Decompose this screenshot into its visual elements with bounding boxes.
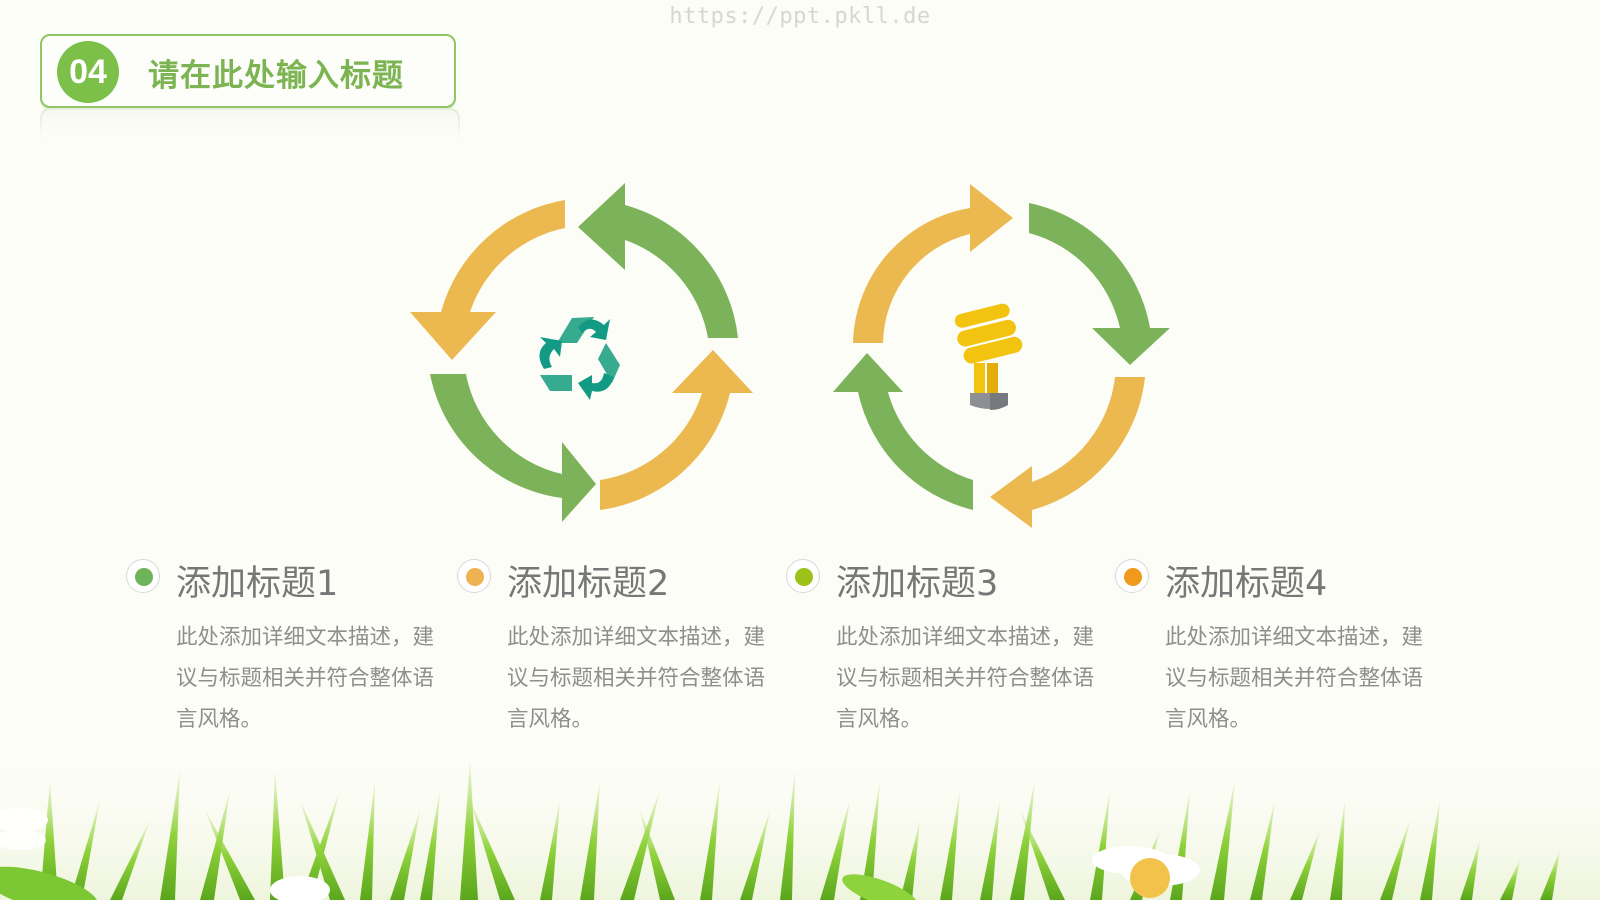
- arrow-green-bottom-left: [833, 353, 973, 510]
- daisy-flower-left: [0, 808, 48, 850]
- item-title: 添加标题2: [507, 564, 670, 604]
- arrow-yellow-bottom-right: [990, 377, 1145, 528]
- title-reflection: [40, 108, 460, 140]
- bullet-ring: [457, 559, 491, 593]
- item-title: 添加标题1: [176, 564, 339, 604]
- slide-title-box: 04 请在此处输入标题: [40, 34, 456, 108]
- slide-title: 请在此处输入标题: [148, 58, 404, 94]
- lightbulb-icon: [954, 303, 1023, 410]
- arrow-green-top-right: [1029, 203, 1170, 365]
- bullet-ring: [1115, 559, 1149, 593]
- bullet-dot-green: [135, 568, 153, 586]
- arrow-green-bottom-left: [430, 374, 596, 522]
- bullet-ring: [786, 559, 820, 593]
- arrow-yellow-top-left: [410, 200, 565, 360]
- grass-decoration: [0, 740, 1600, 900]
- bullet-ring: [126, 559, 160, 593]
- bullet-dot-lime: [795, 568, 813, 586]
- daisy-flower-right: [1092, 846, 1200, 898]
- item-description: 此处添加详细文本描述，建议与标题相关并符合整体语言风格。: [507, 625, 766, 732]
- arrow-yellow-top-left: [853, 184, 1013, 343]
- item-description: 此处添加详细文本描述，建议与标题相关并符合整体语言风格。: [1165, 625, 1424, 732]
- cycle-diagram-lightbulb: [833, 184, 1170, 528]
- item-title: 添加标题3: [836, 564, 999, 604]
- leaf: [842, 874, 918, 900]
- arrow-green-top-right: [578, 183, 738, 338]
- daisy-flower-middle: [270, 876, 330, 900]
- bullet-dot-amber: [1124, 568, 1142, 586]
- watermark-url: https://ppt.pkll.de: [669, 4, 931, 29]
- bullet-dot-orange: [466, 568, 484, 586]
- item-description: 此处添加详细文本描述，建议与标题相关并符合整体语言风格。: [176, 625, 435, 732]
- cycle-diagram-recycle: [410, 183, 753, 522]
- recycle-icon: [539, 317, 620, 400]
- item-description: 此处添加详细文本描述，建议与标题相关并符合整体语言风格。: [836, 625, 1095, 732]
- section-number-badge: 04: [57, 41, 119, 103]
- arrow-yellow-bottom-right: [600, 350, 753, 510]
- item-title: 添加标题4: [1165, 564, 1328, 604]
- leaf: [0, 866, 99, 900]
